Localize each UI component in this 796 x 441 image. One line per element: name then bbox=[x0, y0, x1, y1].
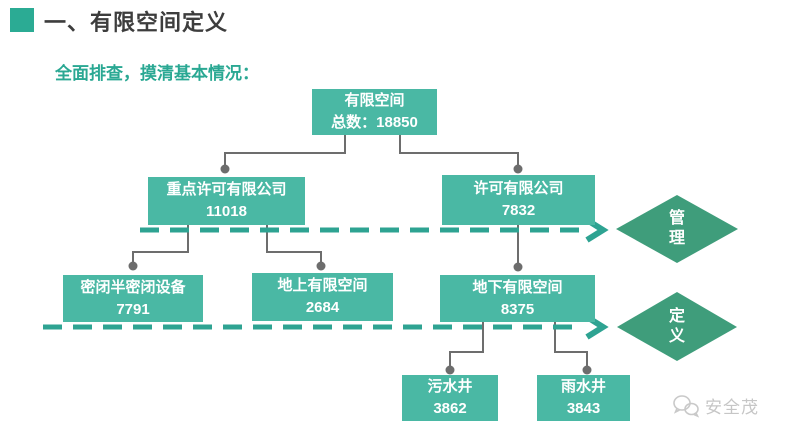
connector-l2left-to-l3left bbox=[132, 225, 189, 262]
connector-dot-terminals bbox=[128, 164, 592, 375]
node-key-licensed-companies: 重点许可有限公司 11018 bbox=[148, 177, 305, 225]
connector-root-to-l2left bbox=[224, 135, 346, 165]
node-value: 3862 bbox=[433, 400, 467, 417]
node-root: 有限空间 总数：18850 bbox=[312, 89, 437, 135]
node-label: 有限空间 bbox=[344, 92, 405, 110]
connector-root-to-l2right bbox=[399, 135, 519, 165]
title-bullet-square bbox=[10, 8, 34, 32]
dot-terminal bbox=[513, 262, 523, 272]
connector-l2left-to-l3mid bbox=[266, 225, 322, 262]
diamond-definition-label: 定义 bbox=[668, 308, 685, 345]
dot-terminal bbox=[445, 365, 455, 375]
node-value: 7832 bbox=[501, 202, 536, 219]
node-value: 7791 bbox=[116, 300, 150, 318]
node-above-ground-space: 地上有限空间 2684 bbox=[252, 273, 393, 321]
node-value: 8375 bbox=[500, 300, 535, 318]
watermark-label: 安全茂 bbox=[705, 398, 759, 417]
dot-terminal bbox=[513, 164, 523, 174]
dot-terminal bbox=[316, 261, 326, 271]
node-value: 3843 bbox=[566, 400, 601, 417]
node-value: 总数：18850 bbox=[331, 114, 418, 131]
node-label: 地下有限空间 bbox=[472, 278, 563, 296]
node-rain-well: 雨水井 3843 bbox=[537, 375, 630, 421]
diamond-management-label: 管理 bbox=[668, 210, 685, 247]
node-sewage-well: 污水井 3862 bbox=[402, 375, 498, 421]
connector-lines bbox=[132, 135, 588, 366]
node-label: 重点许可有限公司 bbox=[166, 181, 287, 199]
node-value: 11018 bbox=[206, 203, 247, 220]
node-label: 地上有限空间 bbox=[277, 277, 368, 295]
diamond-definition-shape bbox=[617, 292, 737, 361]
dot-terminal bbox=[220, 164, 230, 174]
node-value: 2684 bbox=[305, 299, 340, 316]
page-title: 一、有限空间定义 bbox=[44, 10, 229, 35]
node-sealed-equipment: 密闭半密闭设备 7791 bbox=[63, 275, 203, 322]
node-label: 许可有限公司 bbox=[473, 180, 564, 198]
connector-l3right-to-l4left bbox=[449, 322, 484, 366]
node-licensed-companies: 许可有限公司 7832 bbox=[442, 175, 595, 225]
diamond-management-shape bbox=[616, 195, 738, 263]
node-label: 污水井 bbox=[427, 378, 473, 396]
wechat-icon bbox=[673, 394, 700, 418]
dot-terminal bbox=[582, 365, 592, 375]
node-label: 密闭半密闭设备 bbox=[80, 278, 186, 296]
watermark: 安全茂 bbox=[672, 393, 759, 418]
connector-l3right-to-l4right bbox=[554, 322, 588, 366]
dot-terminal bbox=[128, 261, 138, 271]
node-label: 雨水井 bbox=[560, 378, 606, 396]
node-below-ground-space: 地下有限空间 8375 bbox=[440, 275, 595, 322]
intro-text: 全面排查，摸清基本情况： bbox=[55, 64, 259, 83]
